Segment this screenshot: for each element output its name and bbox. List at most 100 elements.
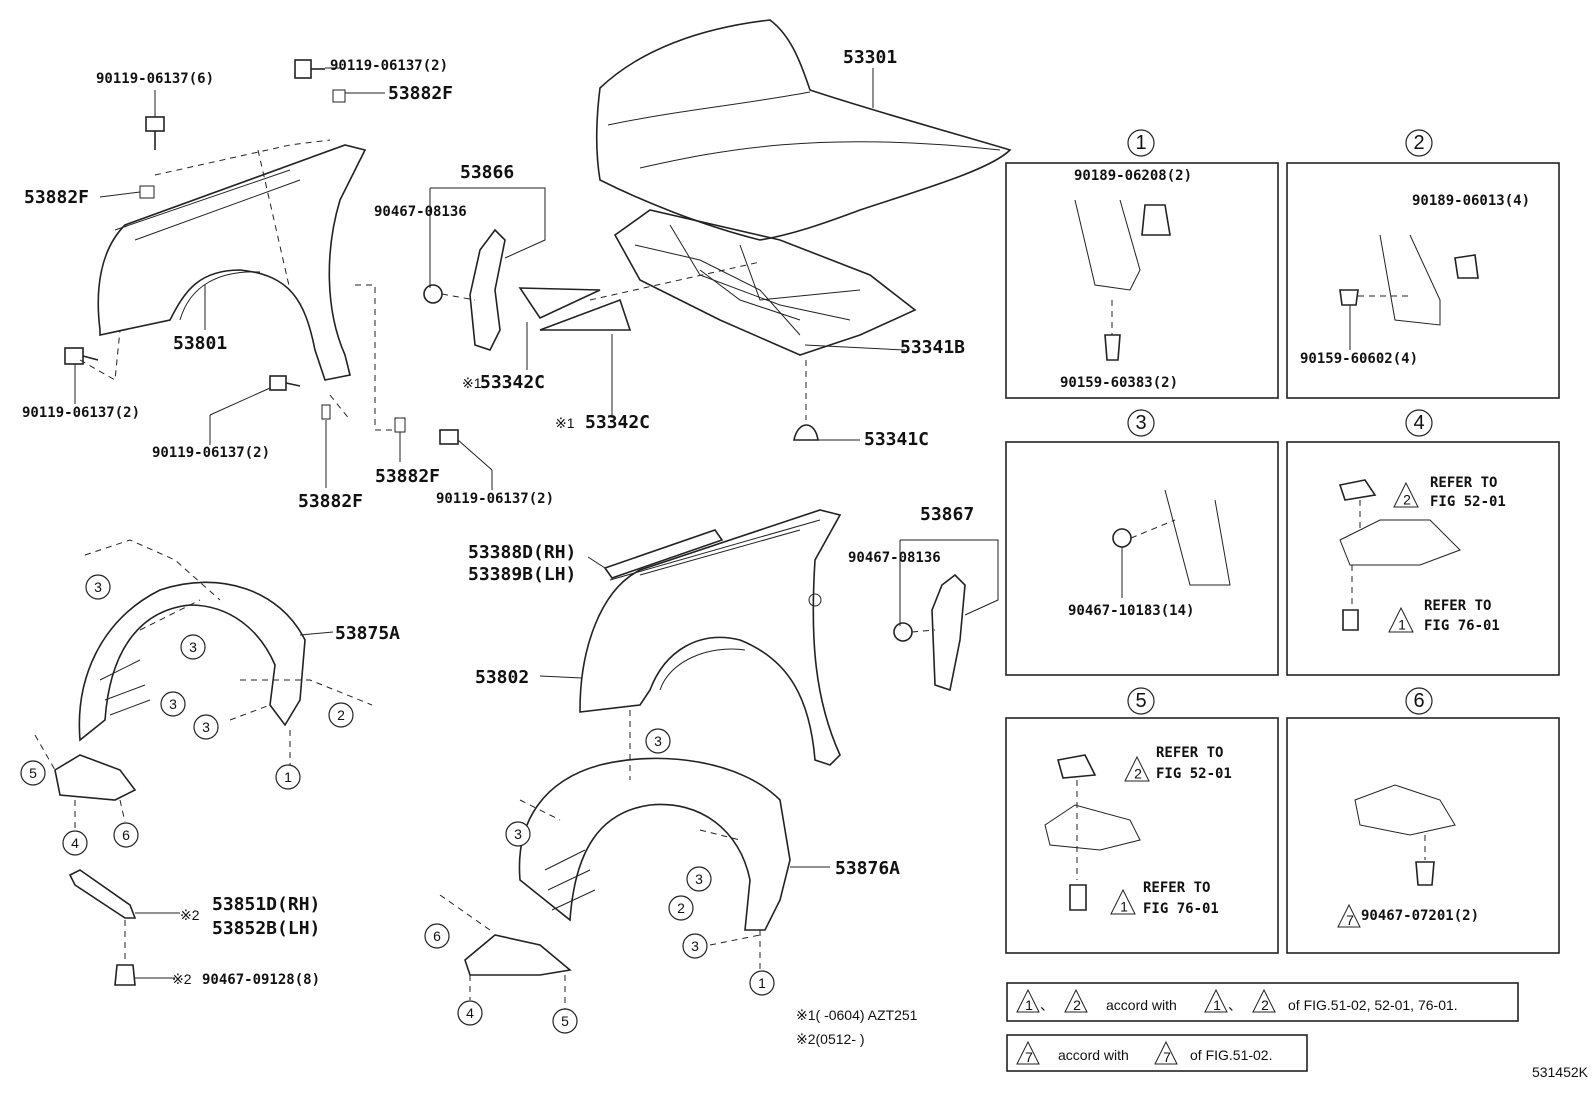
section-header-3: 3 xyxy=(1127,409,1155,437)
section-header-1: 1 xyxy=(1127,129,1155,157)
mark-1: ※1 xyxy=(462,375,482,391)
section-header-1-text: 1 xyxy=(1135,132,1146,154)
callout-circle-text: 2 xyxy=(337,707,345,723)
callout-circle-text: 2 xyxy=(677,900,685,916)
part-label-90467-08136: 90467-08136 xyxy=(374,204,467,220)
detail-box-2 xyxy=(1286,162,1560,399)
part-label-53875A: 53875A xyxy=(335,623,400,644)
fender-liner-53876A xyxy=(439,710,830,1010)
part-label-53882F: 53882F xyxy=(375,466,440,487)
callout-circle: 3 xyxy=(160,691,186,717)
part-label-53341B: 53341B xyxy=(900,337,965,358)
seal-53342C xyxy=(518,261,761,418)
section-4-fig: FIG 76-01 xyxy=(1424,618,1500,634)
callout-circle: 3 xyxy=(682,933,708,959)
bolt-icon xyxy=(209,375,493,490)
legend-triangle: 1 xyxy=(1204,988,1228,1013)
callout-circle: 3 xyxy=(645,728,671,754)
bolt-icon xyxy=(64,347,99,404)
molding-53388D xyxy=(587,529,724,579)
legend-fig-text: of FIG.51-02, 52-01, 76-01. xyxy=(1288,997,1458,1013)
footnote-2: ※2(0512- ) xyxy=(796,1031,865,1047)
part-label-53882F: 53882F xyxy=(298,491,363,512)
callout-circle-text: 3 xyxy=(202,719,210,735)
legend-box-2 xyxy=(1006,1034,1308,1072)
brace-53851D xyxy=(68,869,180,986)
part-label-53882F: 53882F xyxy=(24,187,89,208)
part-label-53851D: 53851D(RH) xyxy=(212,894,320,915)
callout-circle: 5 xyxy=(552,1008,578,1034)
detail-box-5 xyxy=(1005,717,1279,954)
part-label-53301: 53301 xyxy=(843,47,897,68)
detail-box-1 xyxy=(1005,162,1279,399)
section-1-part-a: 90189-06208(2) xyxy=(1074,168,1192,184)
legend-box-1 xyxy=(1006,982,1519,1022)
section-2-part-b: 90159-60602(4) xyxy=(1300,351,1418,367)
part-label-90119-06137: 90119-06137(2) xyxy=(330,58,448,74)
part-label-53876A: 53876A xyxy=(835,858,900,879)
bolt-icon xyxy=(294,59,385,103)
section-2-part-a: 90189-06013(4) xyxy=(1412,193,1530,209)
section-3-part-a: 90467-10183(14) xyxy=(1068,603,1194,619)
section-4-triangle-text: 2 xyxy=(1403,491,1411,507)
section-header-2: 2 xyxy=(1405,129,1433,157)
callout-circle: 3 xyxy=(686,866,712,892)
callout-circle-text: 3 xyxy=(514,826,522,842)
legend-triangle: 7 xyxy=(1016,1040,1040,1065)
fender-53802 xyxy=(539,509,842,766)
detail-box-3 xyxy=(1005,441,1279,676)
callout-circle-text: 6 xyxy=(122,827,130,843)
legend-triangle-text: 7 xyxy=(1025,1049,1033,1065)
callout-circle: 6 xyxy=(113,822,139,848)
part-label-90119-06137: 90119-06137(2) xyxy=(22,405,140,421)
part-label-53852B: 53852B(LH) xyxy=(212,918,320,939)
callout-circle: 3 xyxy=(193,714,219,740)
section-4-triangle: 1 xyxy=(1388,606,1414,633)
part-label-90119-06137: 90119-06137(6) xyxy=(96,71,214,87)
part-label-90467-08136: 90467-08136 xyxy=(848,550,941,566)
section-header-4: 4 xyxy=(1405,409,1433,437)
fender-53801 xyxy=(79,139,395,431)
detail-box-6 xyxy=(1286,717,1560,954)
section-4-refer: REFER TO xyxy=(1430,475,1497,491)
callout-circle: 3 xyxy=(180,634,206,660)
part-label-53866: 53866 xyxy=(460,162,514,183)
section-4-refer: REFER TO xyxy=(1424,598,1491,614)
callout-circle-text: 3 xyxy=(695,871,703,887)
diagram-id: 531452K xyxy=(1532,1064,1589,1080)
section-header-2-text: 2 xyxy=(1413,132,1424,154)
part-label-53801: 53801 xyxy=(173,333,227,354)
section-5-triangle: 1 xyxy=(1110,888,1136,915)
legend-separator: 、 xyxy=(1040,997,1054,1013)
section-5-triangle: 2 xyxy=(1124,755,1150,782)
section-header-5-text: 5 xyxy=(1135,690,1146,712)
section-header-6: 6 xyxy=(1405,687,1433,715)
callout-circle-text: 3 xyxy=(169,696,177,712)
part-label-53388D: 53388D(RH) xyxy=(468,542,576,563)
mark-1: ※1 xyxy=(555,415,575,431)
legend-triangle-text: 1 xyxy=(1025,997,1033,1013)
callout-circle: 3 xyxy=(505,821,531,847)
section-1-part-b: 90159-60383(2) xyxy=(1060,375,1178,391)
legend-triangle: 7 xyxy=(1154,1040,1178,1065)
callout-circle-text: 3 xyxy=(691,938,699,954)
callout-circle: 2 xyxy=(328,702,354,728)
callout-circle-text: 1 xyxy=(284,769,292,785)
mark-2: ※2 xyxy=(172,971,192,987)
callout-circle-text: 4 xyxy=(71,835,79,851)
part-label-53882F: 53882F xyxy=(388,83,453,104)
callout-circle-text: 6 xyxy=(433,928,441,944)
section-5-refer: REFER TO xyxy=(1156,745,1223,761)
section-header-4-text: 4 xyxy=(1413,412,1424,434)
section-4-fig: FIG 52-01 xyxy=(1430,494,1506,510)
part-label-53802: 53802 xyxy=(475,667,529,688)
section-header-6-text: 6 xyxy=(1413,690,1424,712)
section-5-fig: FIG 52-01 xyxy=(1156,766,1232,782)
section-6-part: 90467-07201(2) xyxy=(1361,908,1479,924)
legend-triangle-text: 1 xyxy=(1213,997,1221,1013)
callout-circle-text: 1 xyxy=(758,975,766,991)
legend-triangle-text: 2 xyxy=(1073,997,1081,1013)
callout-circle: 5 xyxy=(20,760,46,786)
